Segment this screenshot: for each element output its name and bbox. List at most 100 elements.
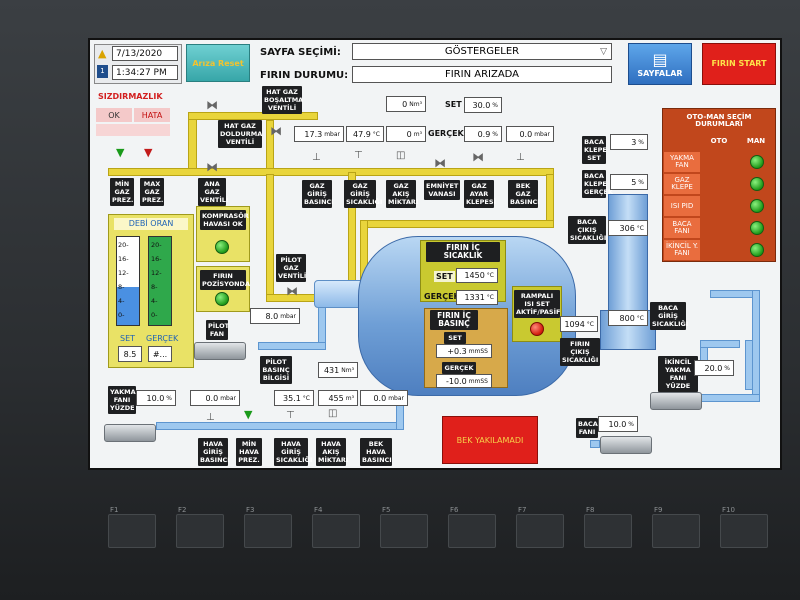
air-inlet-pressure-label: HAVA GİRİŞ BASINCI [198, 438, 230, 466]
gas-set-value[interactable]: 30.0% [464, 97, 502, 113]
secondary-fan-pump[interactable] [650, 392, 702, 410]
function-key-f7[interactable] [516, 514, 564, 548]
valve-icon[interactable]: ⧓ [434, 156, 446, 170]
hmi-screen: ▲ 7/13/2020 1 1:34:27 PM Arıza Reset SAY… [88, 38, 782, 470]
valve-icon[interactable]: ⧓ [206, 98, 218, 112]
compressor-label: KOMPRASÖR HAVASI OK [200, 210, 249, 230]
valve-icon[interactable]: ⧓ [472, 150, 484, 164]
fault-reset-button[interactable]: Arıza Reset [186, 44, 250, 82]
ratio-scale-tick: 8- [118, 283, 125, 291]
ratio-scale-tick: 4- [151, 297, 158, 305]
flue-flap-set-value[interactable]: 3% [610, 134, 648, 150]
mode-row-label: ISI PID [664, 196, 700, 216]
mode-man-led-secondary-fan[interactable] [750, 243, 764, 257]
warning-icon[interactable]: ▲ [98, 47, 107, 60]
furnace-temp-set-value[interactable]: 1450°C [456, 268, 498, 283]
flue-flap-actual-label: BACA KLEPE GERÇEK [582, 170, 614, 198]
flue-exit-temp-value: 306°C [608, 220, 648, 236]
burner-nozzle [314, 280, 364, 308]
gas-actual-label: GERÇEK [428, 129, 464, 138]
leak-error-indicator: HATA [134, 108, 170, 122]
combustion-fan-label: YAKMA FANI YÜZDE [108, 386, 136, 414]
furnace-position-label: FIRIN POZİSYONDA [200, 270, 250, 290]
ratio-set-fill [117, 287, 139, 325]
ratio-scale-tick: 8- [151, 283, 158, 291]
function-key-f4[interactable] [312, 514, 360, 548]
page-select-dropdown[interactable]: GÖSTERGELER ▽ [352, 43, 612, 60]
function-key-f3[interactable] [244, 514, 292, 548]
page-select-label: SAYFA SEÇİMİ: [260, 47, 341, 58]
ratio-scale: 20- 16- 12- 8- 4- 0- [118, 238, 129, 322]
function-key-f8[interactable] [584, 514, 632, 548]
furnace-exit-temp-value: 1094°C [560, 316, 598, 332]
function-key-f2[interactable] [176, 514, 224, 548]
mode-man-led-combustion-fan[interactable] [750, 155, 764, 169]
mode-man-led-gas-flap[interactable] [750, 177, 764, 191]
furnace-temp-actual-value: 1331°C [456, 290, 498, 305]
ratio-actual-label: GERÇEK [146, 334, 179, 343]
ratio-scale-tick: 20- [118, 241, 129, 249]
pages-button[interactable]: ▤ SAYFALAR [628, 43, 692, 85]
mode-man-led-flue-fan[interactable] [750, 221, 764, 235]
pressure-switch-icon: ▼ [144, 146, 153, 159]
mode-man-led-heat-pid[interactable] [750, 199, 764, 213]
ratio-scale-tick: 4- [118, 297, 125, 305]
mode-col-auto: OTO [710, 136, 728, 145]
function-key-f9[interactable] [652, 514, 700, 548]
pilot-gas-valve-label: PİLOT GAZ VENTİLİ [276, 254, 307, 282]
ratio-scale-tick: 12- [151, 269, 162, 277]
fkey-label: F5 [382, 506, 391, 514]
furnace-temp-actual-label: GERÇEK [424, 292, 460, 301]
gas-flow-label: GAZ AKIŞ MİKTARI [386, 180, 419, 208]
valve-icon[interactable]: ⧓ [270, 124, 282, 138]
flue-pipe [752, 290, 760, 402]
furnace-state-label: FIRIN DURUMU: [260, 70, 349, 81]
fkey-label: F8 [586, 506, 595, 514]
flue-inlet-temp-value: 800°C [608, 310, 648, 326]
valve-icon[interactable]: ⧓ [206, 160, 218, 174]
secondary-fan-value[interactable]: 20.0% [694, 360, 734, 376]
furnace-pressure-title: FIRIN İÇ BASINÇ [430, 310, 478, 330]
ratio-title: DEBİ ORAN [114, 218, 188, 230]
function-key-f6[interactable] [448, 514, 496, 548]
gas-pipe [188, 112, 318, 120]
ratio-scale-actual: 20- 16- 12- 8- 4- 0- [151, 238, 162, 322]
safety-valve-label: EMNİYET VANASI [424, 180, 460, 200]
combustion-fan-pump[interactable] [104, 424, 156, 442]
flue-fan-value[interactable]: 10.0% [598, 416, 638, 432]
function-key-f1[interactable] [108, 514, 156, 548]
furnace-start-button[interactable]: FIRIN START [702, 43, 776, 85]
flue-pipe [590, 440, 600, 448]
document-icon: ▤ [652, 49, 668, 69]
ramp-label[interactable]: RAMPALI ISI SET AKTİF/PASİF [514, 290, 561, 318]
ratio-scale-tick: 12- [118, 269, 129, 277]
pilot-fan-pump[interactable] [194, 342, 246, 360]
ratio-set-bar [116, 236, 140, 326]
flue-fan-pump[interactable] [600, 436, 652, 454]
furnace-temp-title: FIRIN İÇ SICAKLIK [426, 242, 500, 262]
valve-icon[interactable]: ⧓ [286, 284, 298, 298]
alarm-count-badge[interactable]: 1 [97, 65, 108, 78]
air-temp-value: 35.1°C [274, 390, 314, 406]
fkey-label: F1 [110, 506, 119, 514]
pressure-switch-icon: ▼ [116, 146, 125, 159]
pilot-fan-label: PİLOT FAN [206, 320, 230, 340]
ratio-set-value[interactable]: 8.5 [118, 346, 142, 362]
mode-col-man: MAN [746, 136, 766, 145]
function-key-f10[interactable] [720, 514, 768, 548]
date-display: 7/13/2020 [112, 46, 178, 61]
function-key-f5[interactable] [380, 514, 428, 548]
compressor-status-led [215, 240, 229, 254]
gas-pipe [360, 220, 554, 228]
gas-set-label: SET [445, 100, 462, 109]
min-gas-press-label: MİN GAZ PREZ. [110, 178, 134, 206]
air-flow-label: HAVA AKIŞ MİKTARI [316, 438, 349, 466]
combustion-fan-value[interactable]: 10.0% [136, 390, 176, 406]
fkey-label: F10 [722, 506, 735, 514]
gas-temp-value: 47.9°C [346, 126, 384, 142]
